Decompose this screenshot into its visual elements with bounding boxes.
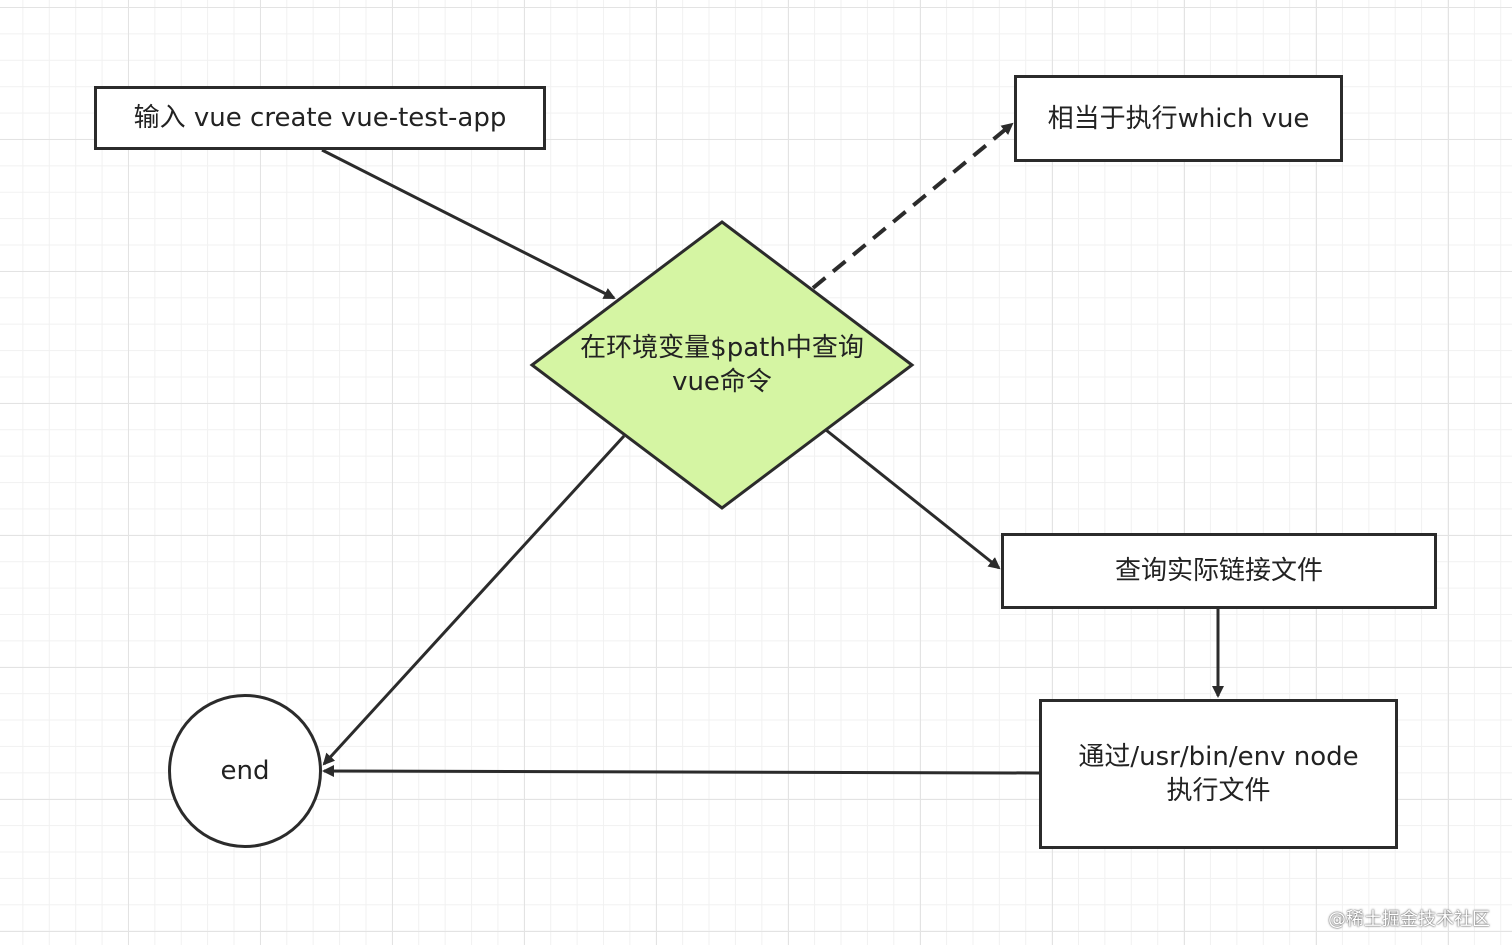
- input-command-box[interactable]: 输入 vue create vue-test-app: [94, 86, 546, 150]
- edge-decision-to-end: [322, 434, 626, 766]
- which-vue-label: 相当于执行which vue: [1047, 103, 1310, 134]
- decision-label-line2: vue命令: [672, 367, 772, 397]
- exec-label-line1: 通过/usr/bin/env node: [1078, 742, 1359, 772]
- exec-box[interactable]: 通过/usr/bin/env node 执行文件: [1039, 699, 1398, 849]
- edge-exec-to-end: [322, 765, 1040, 778]
- end-label: end: [220, 756, 270, 786]
- watermark: @稀土掘金技术社区: [1328, 909, 1490, 930]
- decision-diamond[interactable]: [529, 220, 915, 510]
- decision-label: 在环境变量$path中查询 vue命令: [552, 325, 892, 405]
- edge-input-to-decision: [321, 148, 616, 300]
- which-vue-box[interactable]: 相当于执行which vue: [1014, 75, 1343, 162]
- input-command-label: 输入 vue create vue-test-app: [133, 103, 507, 133]
- edge-decision-to-which-vue: [811, 122, 1014, 290]
- find-link-box[interactable]: 查询实际链接文件: [1001, 533, 1437, 609]
- edge-decision-to-find-link: [825, 428, 1001, 570]
- exec-label-line2: 执行文件: [1166, 776, 1271, 806]
- decision-label-line1: 在环境变量$path中查询: [580, 333, 864, 363]
- find-link-label: 查询实际链接文件: [1114, 556, 1323, 586]
- end-node[interactable]: end: [168, 694, 322, 848]
